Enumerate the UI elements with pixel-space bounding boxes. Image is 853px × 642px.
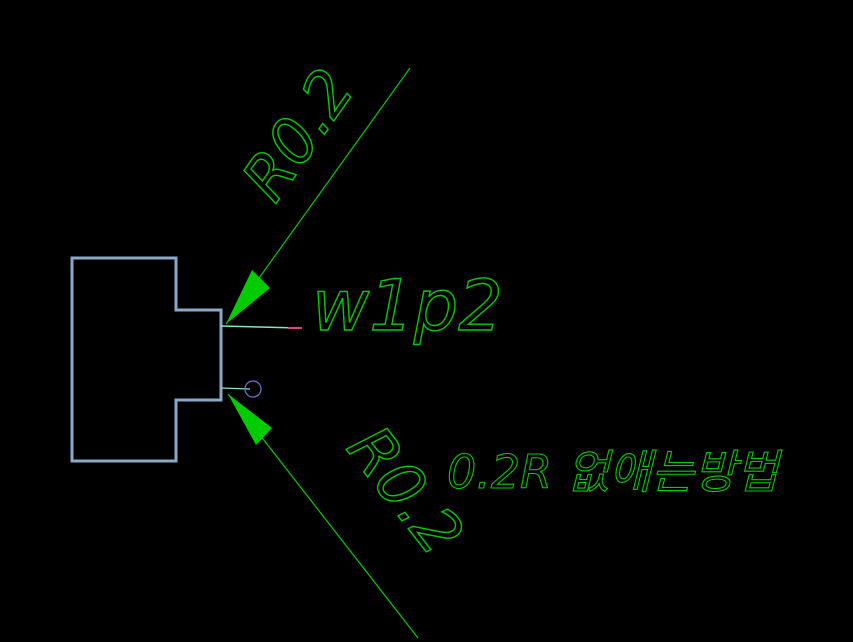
leader-arrow-bottom [228,394,272,445]
hole-circle [244,380,262,398]
slot-detail-line [220,325,301,329]
note-label: 0.2R 없애는방법 [447,445,783,499]
leader-arrow-top [226,270,270,324]
part-name-label: w1p2 [312,265,503,347]
part-body-outline [70,256,223,463]
